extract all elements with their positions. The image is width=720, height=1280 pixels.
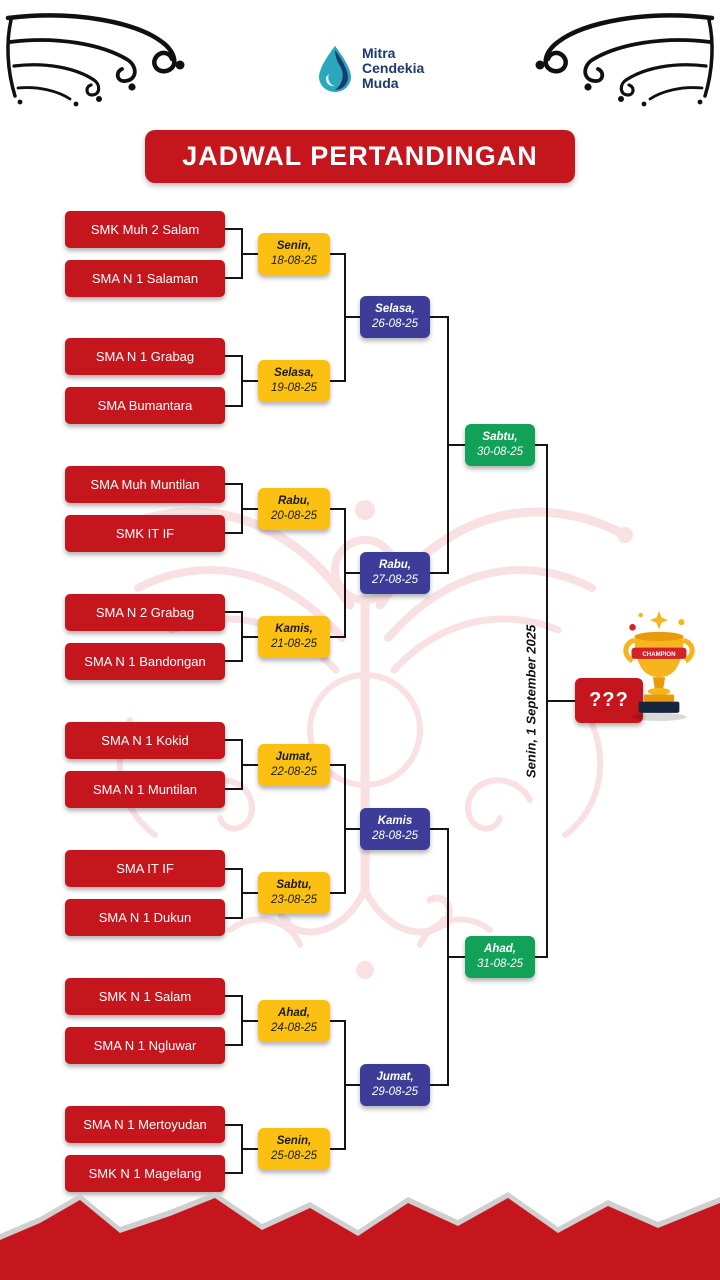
- team-box-3: SMA N 1 Grabag: [65, 338, 225, 375]
- logo-droplet-icon: [319, 46, 351, 92]
- team-box-8: SMA N 1 Bandongan: [65, 643, 225, 680]
- final-match-date: Senin, 1 September 2025: [523, 624, 539, 778]
- match-day: Ahad,: [278, 1007, 310, 1019]
- match-day: Jumat,: [275, 751, 313, 763]
- corner-flourish-left-icon: [5, 13, 185, 107]
- team-box-14: SMA N 1 Ngluwar: [65, 1027, 225, 1064]
- round1-match-6-date: Sabtu, 23-08-25: [258, 872, 330, 914]
- round1-match-2-date: Selasa, 19-08-25: [258, 360, 330, 402]
- team-box-6: SMK IT IF: [65, 515, 225, 552]
- trophy-band-label: CHAMPION: [642, 651, 675, 658]
- match-day: Sabtu,: [482, 431, 518, 443]
- corner-flourish-right-icon: [535, 13, 715, 107]
- team-box-11: SMA IT IF: [65, 850, 225, 887]
- round3-match-1-date: Sabtu, 30-08-25: [465, 424, 535, 466]
- round1-match-3-date: Rabu, 20-08-25: [258, 488, 330, 530]
- team-box-5: SMA Muh Muntilan: [65, 466, 225, 503]
- match-date: 22-08-25: [270, 766, 318, 778]
- round1-match-8-date: Senin, 25-08-25: [258, 1128, 330, 1170]
- round3-match-2-date: Ahad, 31-08-25: [465, 936, 535, 978]
- match-date: 18-08-25: [270, 255, 318, 267]
- round1-match-1-date: Senin, 18-08-25: [258, 233, 330, 275]
- match-day: Kamis: [377, 815, 413, 827]
- round1-match-5-date: Jumat, 22-08-25: [258, 744, 330, 786]
- round2-match-1-date: Selasa, 26-08-25: [360, 296, 430, 338]
- match-day: Rabu,: [278, 495, 310, 507]
- round1-match-4-date: Kamis, 21-08-25: [258, 616, 330, 658]
- match-day: Sabtu,: [276, 879, 312, 891]
- match-date: 24-08-25: [270, 1022, 318, 1034]
- team-box-15: SMA N 1 Mertoyudan: [65, 1106, 225, 1143]
- trophy-icon: CHAMPION: [623, 611, 695, 721]
- torn-paper-edge: [0, 1192, 720, 1280]
- match-day: Kamis,: [275, 623, 313, 635]
- match-day: Selasa,: [274, 367, 314, 379]
- logo-line-3: Muda: [362, 74, 399, 91]
- logo-line-2: Cendekia: [362, 59, 425, 76]
- round1-match-7-date: Ahad, 24-08-25: [258, 1000, 330, 1042]
- logo-wordmark: Mitra Cendekia Muda: [362, 44, 425, 91]
- team-box-9: SMA N 1 Kokid: [65, 722, 225, 759]
- match-date: 20-08-25: [270, 510, 318, 522]
- round2-match-2-date: Rabu, 27-08-25: [360, 552, 430, 594]
- match-date: 23-08-25: [270, 894, 318, 906]
- team-box-13: SMK N 1 Salam: [65, 978, 225, 1015]
- match-date: 26-08-25: [371, 318, 419, 330]
- team-box-2: SMA N 1 Salaman: [65, 260, 225, 297]
- champion-placeholder-box: ???: [575, 678, 643, 723]
- match-day: Jumat,: [376, 1071, 414, 1083]
- match-day: Senin,: [276, 1135, 312, 1147]
- match-date: 30-08-25: [476, 446, 524, 458]
- team-box-10: SMA N 1 Muntilan: [65, 771, 225, 808]
- match-date: 28-08-25: [371, 830, 419, 842]
- round2-match-3-date: Kamis 28-08-25: [360, 808, 430, 850]
- match-date: 25-08-25: [270, 1150, 318, 1162]
- page-title: JADWAL PERTANDINGAN: [145, 130, 575, 183]
- match-date: 31-08-25: [476, 958, 524, 970]
- logo-line-1: Mitra: [362, 44, 396, 61]
- team-box-16: SMK N 1 Magelang: [65, 1155, 225, 1192]
- match-date: 19-08-25: [270, 382, 318, 394]
- match-day: Ahad,: [484, 943, 516, 955]
- team-box-7: SMA N 2 Grabag: [65, 594, 225, 631]
- match-day: Senin,: [276, 240, 312, 252]
- brand-logo: Mitra Cendekia Muda: [316, 44, 424, 92]
- match-day: Rabu,: [379, 559, 411, 571]
- team-box-4: SMA Bumantara: [65, 387, 225, 424]
- match-day: Selasa,: [375, 303, 415, 315]
- match-date: 21-08-25: [270, 638, 318, 650]
- team-box-1: SMK Muh 2 Salam: [65, 211, 225, 248]
- match-date: 27-08-25: [371, 574, 419, 586]
- match-date: 29-08-25: [371, 1086, 419, 1098]
- team-box-12: SMA N 1 Dukun: [65, 899, 225, 936]
- round2-match-4-date: Jumat, 29-08-25: [360, 1064, 430, 1106]
